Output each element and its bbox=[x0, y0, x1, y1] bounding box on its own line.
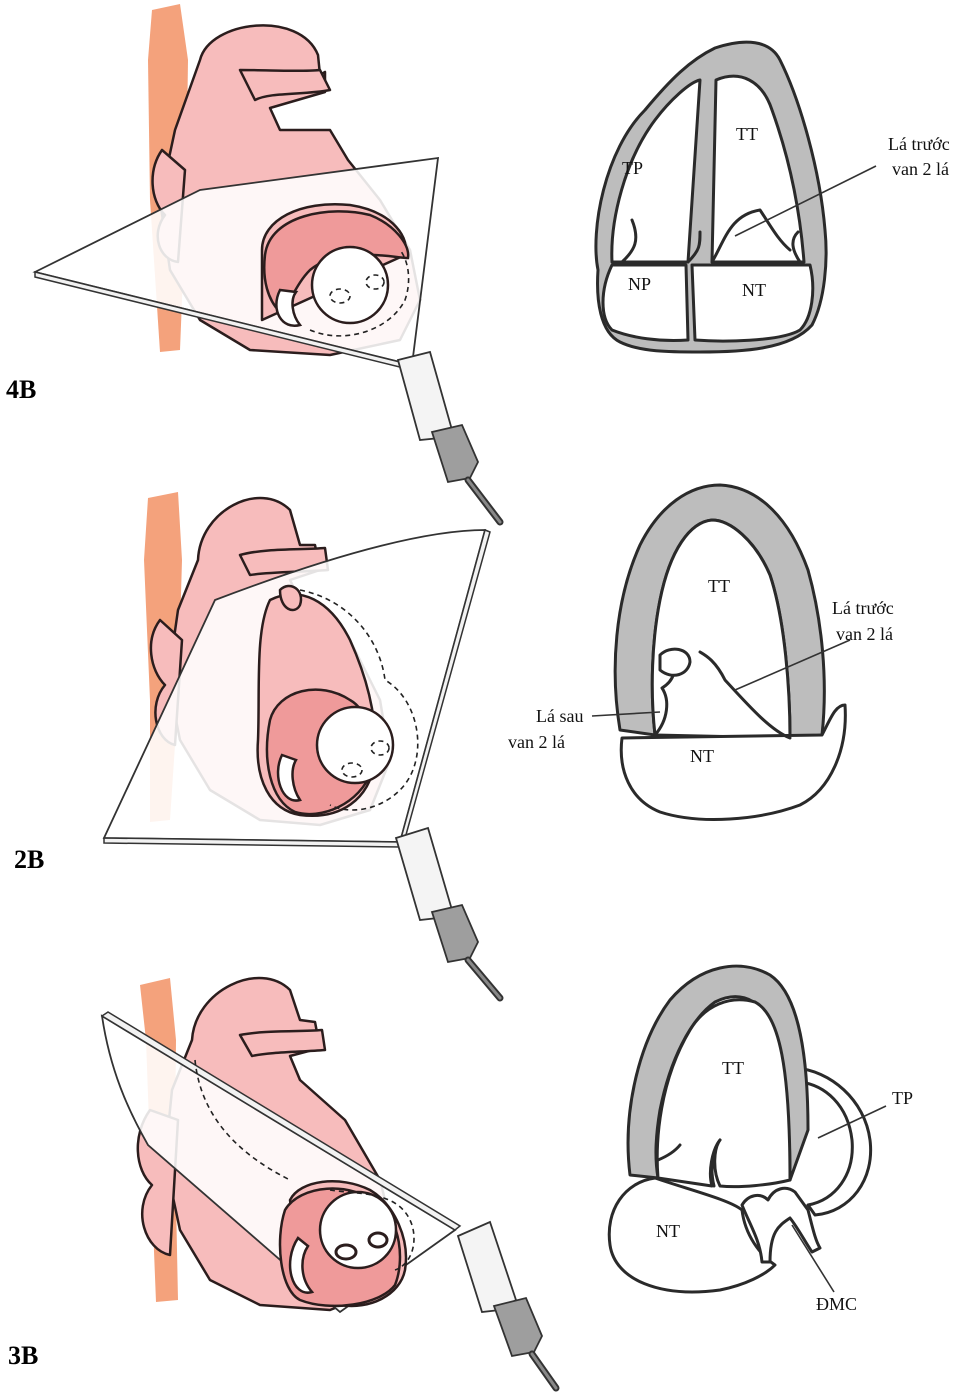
ventricle-cavity-3b bbox=[320, 1192, 396, 1268]
label-tp-3b: TP bbox=[892, 1088, 913, 1108]
annotation-anterior-leaflet-4b-l1: Lá trước bbox=[888, 134, 950, 154]
panel-label-4b: 4B bbox=[6, 375, 36, 404]
annotation-posterior-leaflet-2b-l1: Lá sau bbox=[536, 706, 583, 726]
label-tp-4b: TP bbox=[622, 158, 643, 178]
label-nt-4b: NT bbox=[742, 280, 766, 300]
ventricle-cavity-4b bbox=[312, 247, 388, 323]
annotation-anterior-leaflet-2b-l1: Lá trước bbox=[832, 598, 894, 618]
label-nt-2b: NT bbox=[690, 746, 714, 766]
annotation-posterior-leaflet-2b-l2: van 2 lá bbox=[508, 732, 565, 752]
probe-head-2b bbox=[396, 828, 452, 920]
la-cavity-4b-schem bbox=[692, 265, 813, 341]
panel-label-2b: 2B bbox=[14, 845, 44, 874]
probe-head-3b bbox=[458, 1222, 516, 1312]
annotation-anterior-leaflet-4b-l2: van 2 lá bbox=[892, 159, 949, 179]
la-cavity-3b-schem bbox=[609, 1178, 775, 1292]
probe-grip-2b bbox=[432, 905, 478, 962]
panel-4b-schematic bbox=[596, 42, 826, 352]
panel-2b-schematic bbox=[615, 485, 845, 819]
panel-3b-schematic bbox=[609, 966, 870, 1292]
probe-3b bbox=[458, 1222, 556, 1388]
label-dmc-3b: ĐMC bbox=[816, 1294, 857, 1314]
panel-label-3b: 3B bbox=[8, 1341, 38, 1370]
label-tt-4b: TT bbox=[736, 124, 758, 144]
probe-4b bbox=[398, 352, 500, 522]
annotation-anterior-leaflet-2b-l2: van 2 lá bbox=[836, 624, 893, 644]
label-tt-3b: TT bbox=[722, 1058, 744, 1078]
label-np-4b: NP bbox=[628, 274, 651, 294]
label-tt-2b: TT bbox=[708, 576, 730, 596]
probe-2b bbox=[396, 828, 500, 998]
probe-grip-4b bbox=[432, 425, 478, 482]
label-nt-3b: NT bbox=[656, 1221, 680, 1241]
probe-grip-3b bbox=[494, 1298, 542, 1356]
aorta-arch-3b bbox=[240, 1030, 325, 1056]
ventricle-cavity-2b bbox=[317, 707, 393, 783]
valve-ring-left-3b bbox=[336, 1245, 356, 1259]
lv-bulge-2b bbox=[660, 649, 690, 675]
probe-head-4b bbox=[398, 352, 452, 440]
valve-ring-right-3b bbox=[369, 1233, 387, 1247]
